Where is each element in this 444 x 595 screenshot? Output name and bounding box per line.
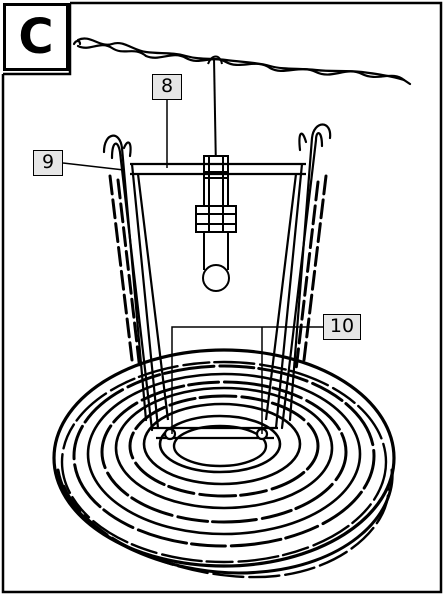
- cord-knot: [207, 55, 223, 65]
- rope-strands: [108, 174, 328, 372]
- holder-frame: [130, 162, 306, 429]
- rope-coil: [52, 348, 396, 579]
- callout-part-10: 10: [323, 314, 361, 340]
- step-box-shadow: [3, 3, 72, 76]
- callout-part-9: 9: [33, 150, 63, 176]
- frame-legs: [102, 123, 332, 432]
- base-bar: [152, 426, 278, 441]
- twisted-line: [72, 37, 412, 86]
- hanging-cord: [213, 57, 217, 171]
- callout-part-8: 8: [152, 74, 182, 100]
- step-label: C: [3, 3, 69, 71]
- leader-lines: [62, 100, 323, 434]
- clamp-assembly: [195, 155, 237, 292]
